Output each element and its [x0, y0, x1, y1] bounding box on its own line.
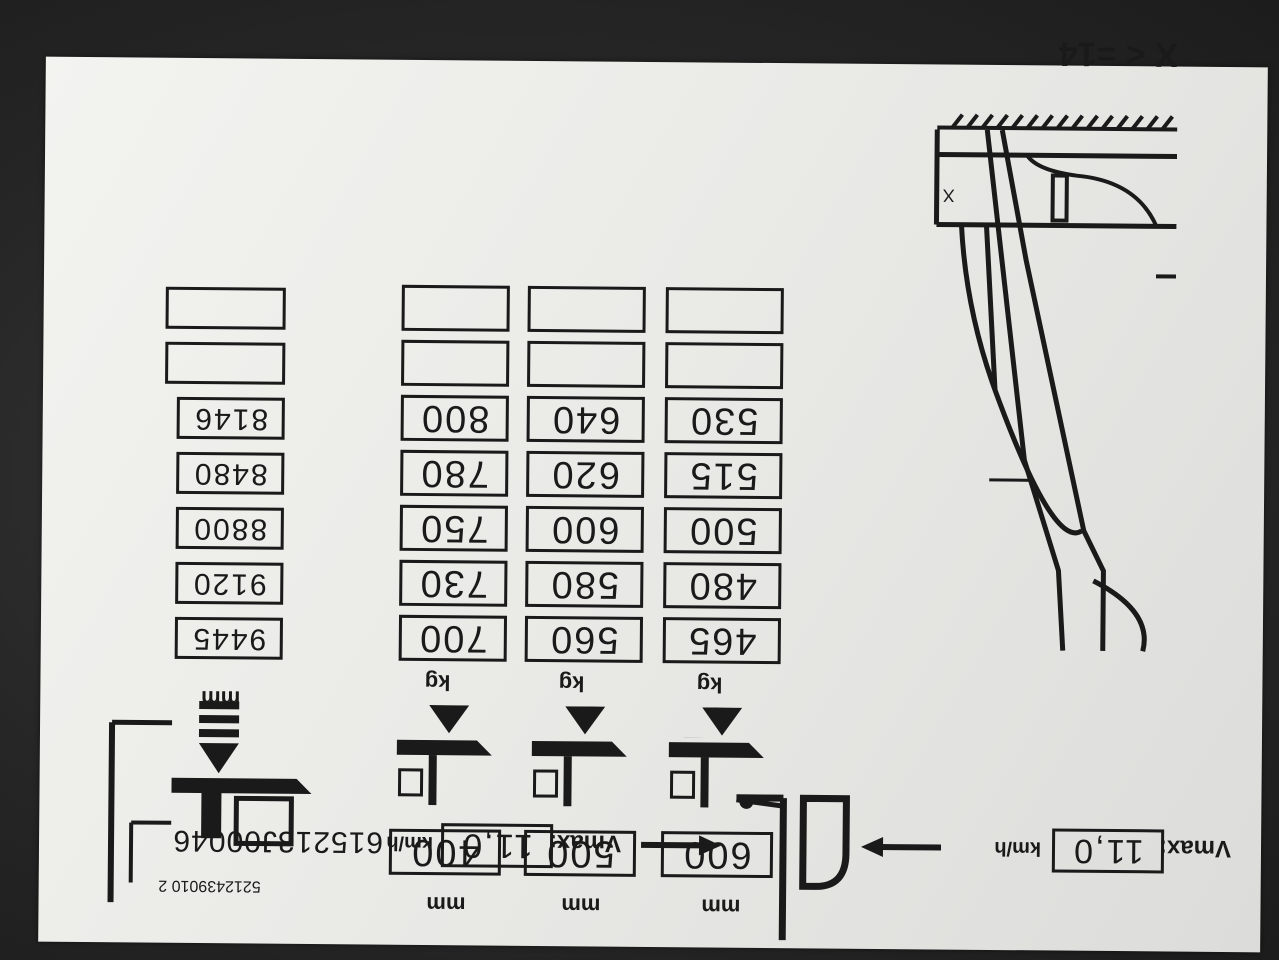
mast-lift-icon — [107, 719, 312, 903]
capacity-cell — [527, 340, 646, 388]
weight-unit: kg — [696, 672, 723, 698]
capacity-cell: 480 — [663, 562, 782, 610]
vmax-label-left: Vmax: — [1158, 834, 1232, 863]
speed-box-left: 11,0 — [1051, 828, 1165, 874]
capacity-plate: Vmax: 11,0 km/h Vmax: 11,0 km/h 615213J0… — [38, 35, 1268, 953]
down-arrow-icon — [429, 705, 470, 734]
capacity-cell: 465 — [662, 617, 782, 665]
lift-height-cell — [165, 341, 286, 385]
capacity-cell: 640 — [526, 395, 645, 443]
load-center-unit-600: mm — [701, 894, 741, 920]
load-center-box-400: 400 — [388, 828, 502, 876]
height-unit: mm — [201, 686, 241, 712]
lift-height-cell: 9445 — [174, 616, 283, 660]
lift-height-cell: 9120 — [175, 561, 284, 605]
capacity-cell: 515 — [664, 452, 783, 500]
mast-clearance-diagram — [933, 113, 1178, 652]
plate-content-upside-down: Vmax: 11,0 km/h Vmax: 11,0 km/h 615213J0… — [38, 35, 1268, 953]
weight-unit: kg — [558, 671, 585, 697]
capacity-cell: 780 — [400, 449, 509, 497]
lift-height-cell: 8146 — [176, 396, 285, 440]
capacity-cell: 600 — [525, 505, 644, 553]
capacity-cell: 560 — [524, 615, 644, 663]
lift-height-cell — [165, 286, 286, 330]
capacity-cell: 580 — [525, 560, 644, 608]
pallet-load-icon — [668, 737, 764, 808]
down-arrow-icon — [565, 706, 606, 735]
height-arrow-icon — [198, 701, 240, 774]
lift-height-cell: 8480 — [176, 451, 285, 495]
capacity-cell: 750 — [399, 504, 508, 552]
truck-side-icon — [736, 794, 850, 941]
capacity-cell — [527, 285, 646, 333]
capacity-cell: 730 — [399, 559, 508, 607]
load-center-box-600: 600 — [660, 831, 774, 879]
arrow-backward-icon — [641, 835, 722, 856]
arrow-forward-icon — [861, 837, 942, 858]
down-arrow-icon — [702, 707, 743, 736]
capacity-cell: 620 — [526, 450, 645, 498]
capacity-cell: 800 — [400, 394, 509, 442]
capacity-cell — [401, 284, 510, 332]
capacity-cell — [401, 339, 510, 387]
pallet-load-icon — [396, 739, 492, 806]
capacity-cell: 530 — [664, 397, 783, 445]
lift-height-cell: 8800 — [175, 506, 284, 550]
x-formula: X < =14 — [1058, 34, 1179, 74]
speed-unit-left: km/h — [994, 836, 1042, 860]
weight-unit: kg — [424, 670, 451, 696]
capacity-cell: 500 — [663, 507, 782, 555]
load-center-unit-400: mm — [426, 892, 466, 918]
capacity-cell — [665, 287, 784, 335]
load-center-box-500: 500 — [523, 829, 637, 877]
x-mark: X — [942, 185, 955, 206]
capacity-cell — [665, 342, 784, 390]
load-center-unit-500: mm — [561, 893, 601, 919]
pallet-load-icon — [531, 740, 627, 807]
capacity-cell: 700 — [398, 614, 508, 662]
